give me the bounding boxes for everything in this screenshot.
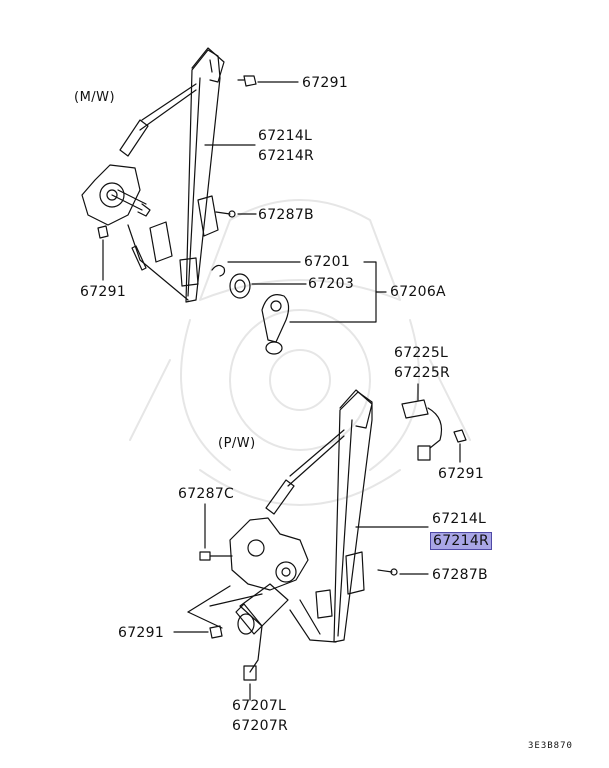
part-label-67291-right[interactable]: 67291: [438, 466, 485, 482]
part-label-67287b-bottom[interactable]: 67287B: [432, 567, 488, 583]
diagram-code: 3E3B870: [528, 741, 573, 751]
section-manual-window: (M/W): [74, 90, 116, 105]
part-label-67225l[interactable]: 67225L: [394, 345, 449, 361]
part-label-67225r[interactable]: 67225R: [394, 365, 451, 381]
part-label-67206a[interactable]: 67206A: [390, 284, 446, 300]
part-label-67201[interactable]: 67201: [304, 254, 351, 270]
connector-67225: [401, 383, 443, 461]
bolt-67291-bottom-left: [173, 585, 263, 639]
part-label-67214r-top[interactable]: 67214R: [258, 148, 315, 164]
part-label-67207r[interactable]: 67207R: [232, 718, 289, 734]
power-regulator: [229, 389, 373, 701]
bolt-67291-top: [237, 75, 299, 87]
watermark-emblem: [129, 199, 471, 506]
part-label-67214r-bottom-highlighted[interactable]: 67214R: [430, 532, 493, 550]
bolt-67291-right: [453, 429, 467, 463]
screw-67287b-bottom: [377, 568, 429, 576]
part-label-67291-bottom-left[interactable]: 67291: [118, 625, 165, 641]
bolt-67291-left-top: [97, 225, 109, 281]
part-label-67291-top[interactable]: 67291: [302, 75, 349, 91]
part-label-67203[interactable]: 67203: [308, 276, 355, 292]
part-label-67207l[interactable]: 67207L: [232, 698, 287, 714]
part-label-67287c[interactable]: 67287C: [178, 486, 235, 502]
manual-regulator: [81, 47, 225, 303]
washer-67203: [229, 273, 251, 299]
screw-67287b-top: [215, 210, 257, 218]
screw-67287c: [199, 503, 233, 561]
part-label-67287b-top[interactable]: 67287B: [258, 207, 314, 223]
section-power-window: (P/W): [218, 436, 256, 451]
handle-parts: [211, 261, 387, 355]
window-handle: [261, 294, 290, 343]
part-label-67214l-top[interactable]: 67214L: [258, 128, 313, 144]
clip-67201: [211, 264, 226, 277]
part-label-67291-left-top[interactable]: 67291: [80, 284, 127, 300]
part-label-67214l-bottom[interactable]: 67214L: [432, 511, 487, 527]
